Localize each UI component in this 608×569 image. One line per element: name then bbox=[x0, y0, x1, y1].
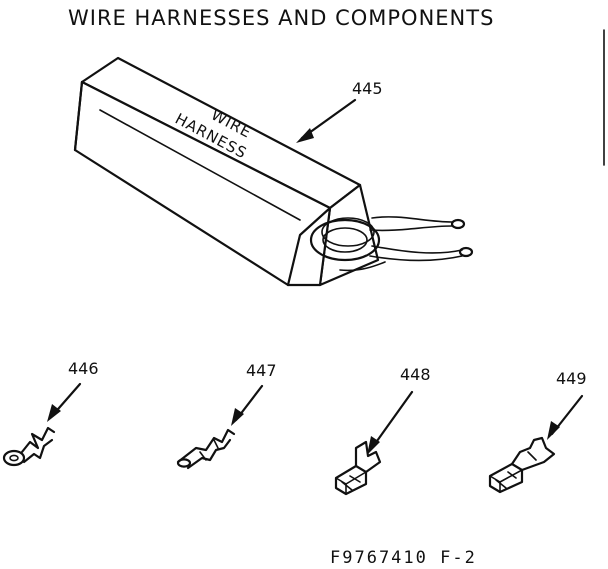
flag-terminal-449 bbox=[488, 436, 556, 494]
callout-447-arrow bbox=[231, 384, 264, 426]
callout-446-arrow bbox=[47, 382, 82, 422]
spade-terminal-447 bbox=[176, 428, 236, 470]
wire-coil bbox=[309, 218, 381, 262]
callout-445-arrow bbox=[296, 98, 357, 143]
receptacle-terminal-448 bbox=[334, 440, 382, 496]
diagram-title: WIRE HARNESSES AND COMPONENTS bbox=[68, 6, 495, 30]
wire-terminal-upper bbox=[450, 218, 466, 230]
callout-448-arrow bbox=[367, 390, 414, 455]
callout-449: 449 bbox=[556, 369, 587, 388]
wire-lead-upper bbox=[371, 216, 453, 223]
ring-terminal-446 bbox=[2, 426, 56, 467]
callout-449-arrow bbox=[547, 394, 584, 440]
drawing-code: F9767410 F-2 bbox=[330, 548, 477, 568]
wire-harness-box bbox=[73, 56, 474, 287]
wire-lead-lower bbox=[371, 245, 463, 254]
callout-446: 446 bbox=[68, 359, 99, 378]
callout-447: 447 bbox=[246, 361, 277, 380]
callout-448: 448 bbox=[400, 365, 431, 384]
wire-terminal-lower bbox=[458, 246, 474, 258]
callout-445: 445 bbox=[352, 79, 383, 98]
